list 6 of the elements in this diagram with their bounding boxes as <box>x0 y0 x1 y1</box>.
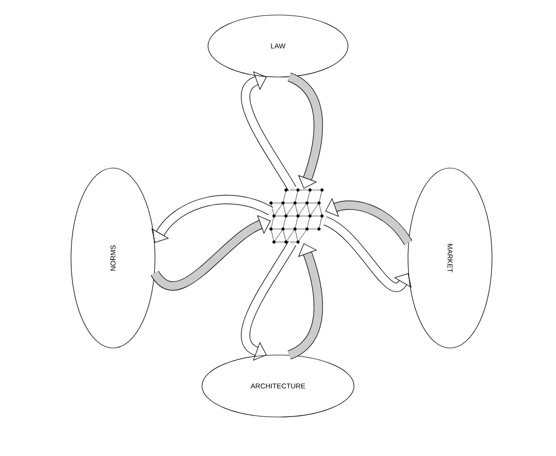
curved-arrow <box>151 215 271 290</box>
curved-arrow <box>287 243 323 360</box>
curved-arrow <box>287 72 323 189</box>
curved-arrow <box>152 194 273 243</box>
network-drawing <box>269 188 324 244</box>
curved-arrow <box>240 71 296 192</box>
